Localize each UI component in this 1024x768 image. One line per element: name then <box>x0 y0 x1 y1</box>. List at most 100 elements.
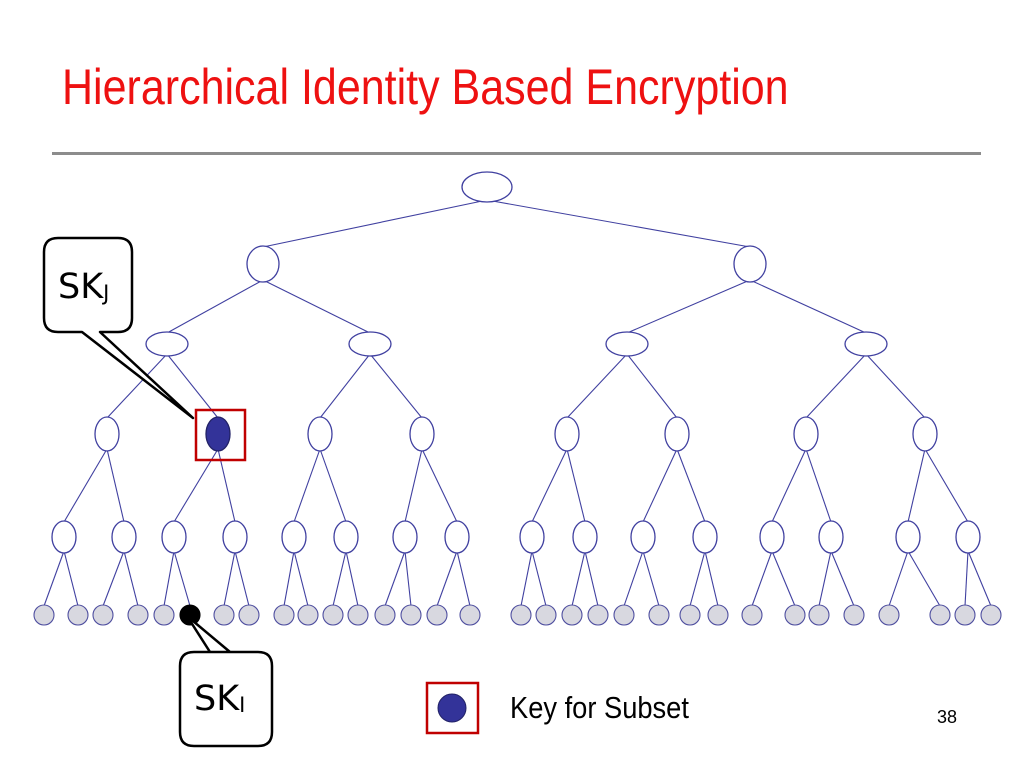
legend-label: Key for Subset <box>510 690 689 725</box>
tree-edges <box>43 199 992 607</box>
leaf-node <box>587 604 609 626</box>
tree-node <box>664 416 690 452</box>
tree-edge <box>123 550 139 607</box>
leaf-node <box>808 604 830 626</box>
leaf-node <box>213 604 235 626</box>
tree-edge <box>749 279 867 334</box>
leaf-node <box>648 604 670 626</box>
leaf-node <box>929 604 951 626</box>
tree-edge <box>907 550 941 607</box>
tree-edge <box>642 550 660 607</box>
tree-node <box>145 331 189 357</box>
tree-edge <box>293 550 309 607</box>
tree-node <box>392 520 418 554</box>
sk-i-callout-bubble <box>178 614 274 748</box>
tree-node <box>554 416 580 452</box>
leaf-node <box>347 604 369 626</box>
tree-edge <box>531 448 568 523</box>
page-number: 38 <box>937 707 958 727</box>
tree-edge <box>102 550 125 607</box>
tree-edge <box>293 448 321 523</box>
tree-node <box>409 416 435 452</box>
tree-edge <box>830 550 855 607</box>
tree-edge <box>43 550 65 607</box>
leaf-node <box>33 604 55 626</box>
tree-node <box>461 171 513 203</box>
tree-node <box>733 245 767 283</box>
tree-node <box>572 520 598 554</box>
tree-edge <box>642 448 678 523</box>
subset-key-node <box>205 416 231 452</box>
leaf-node <box>878 604 900 626</box>
tree-node <box>895 520 921 554</box>
tree-edge <box>345 550 359 607</box>
tree-edge <box>163 550 175 607</box>
tree-edge <box>865 353 926 419</box>
tree-edge <box>486 199 751 248</box>
tree-edge <box>106 448 125 523</box>
leaf-node <box>954 604 976 626</box>
tree-edge <box>566 353 628 419</box>
tree-node <box>246 245 280 283</box>
tree-node <box>793 416 819 452</box>
leaf-node <box>426 604 448 626</box>
tree-edge <box>262 279 371 334</box>
tree-node <box>519 520 545 554</box>
tree-edge <box>818 550 832 607</box>
tree-edge <box>571 550 586 607</box>
leaf-node <box>679 604 701 626</box>
leaf-node <box>459 604 481 626</box>
tree-edge <box>676 448 706 523</box>
tree-edge <box>404 550 412 607</box>
leaf-node <box>322 604 344 626</box>
leaf-node <box>238 604 260 626</box>
sk-j-callout-bubble <box>42 236 195 420</box>
tree-edge <box>63 448 108 523</box>
tree-node <box>630 520 656 554</box>
identity-key-leaf-node <box>179 604 201 626</box>
leaf-node <box>400 604 422 626</box>
tree-node <box>348 331 392 357</box>
title-divider <box>52 152 981 155</box>
legend-key-node <box>437 693 467 723</box>
tree-edge <box>626 353 678 419</box>
sk-i-label: SKI <box>194 679 246 719</box>
tree-node <box>955 520 981 554</box>
tree-edge <box>520 550 533 607</box>
leaf-node <box>980 604 1002 626</box>
leaf-node <box>510 604 532 626</box>
leaf-node <box>535 604 557 626</box>
tree-edge <box>384 550 406 607</box>
tree-node <box>222 520 248 554</box>
tree-edge <box>319 448 347 523</box>
tree-edge <box>262 199 488 248</box>
leaf-node <box>784 604 806 626</box>
leaf-node <box>707 604 729 626</box>
leaf-node <box>613 604 635 626</box>
tree-node <box>333 520 359 554</box>
leaf-node <box>67 604 89 626</box>
slide-title: Hierarchical Identity Based Encryption <box>62 59 789 115</box>
tree-edge <box>924 448 969 523</box>
tree-node <box>111 520 137 554</box>
tree-edge <box>436 550 458 607</box>
tree-edge <box>531 550 547 607</box>
leaf-node <box>297 604 319 626</box>
tree-edge <box>166 353 219 419</box>
tree-edge <box>623 550 644 607</box>
tree-edge <box>907 448 926 523</box>
tree-edge <box>967 550 992 607</box>
tree-edge <box>771 448 807 523</box>
tree-edge <box>369 353 423 419</box>
leaf-node <box>153 604 175 626</box>
tree-node <box>307 416 333 452</box>
tree-edge <box>888 550 909 607</box>
tree-edge <box>704 550 719 607</box>
leaf-node <box>843 604 865 626</box>
tree-node <box>161 520 187 554</box>
tree-node <box>605 331 649 357</box>
leaf-node <box>127 604 149 626</box>
tree-edge <box>223 550 236 607</box>
tree-edge <box>771 550 796 607</box>
